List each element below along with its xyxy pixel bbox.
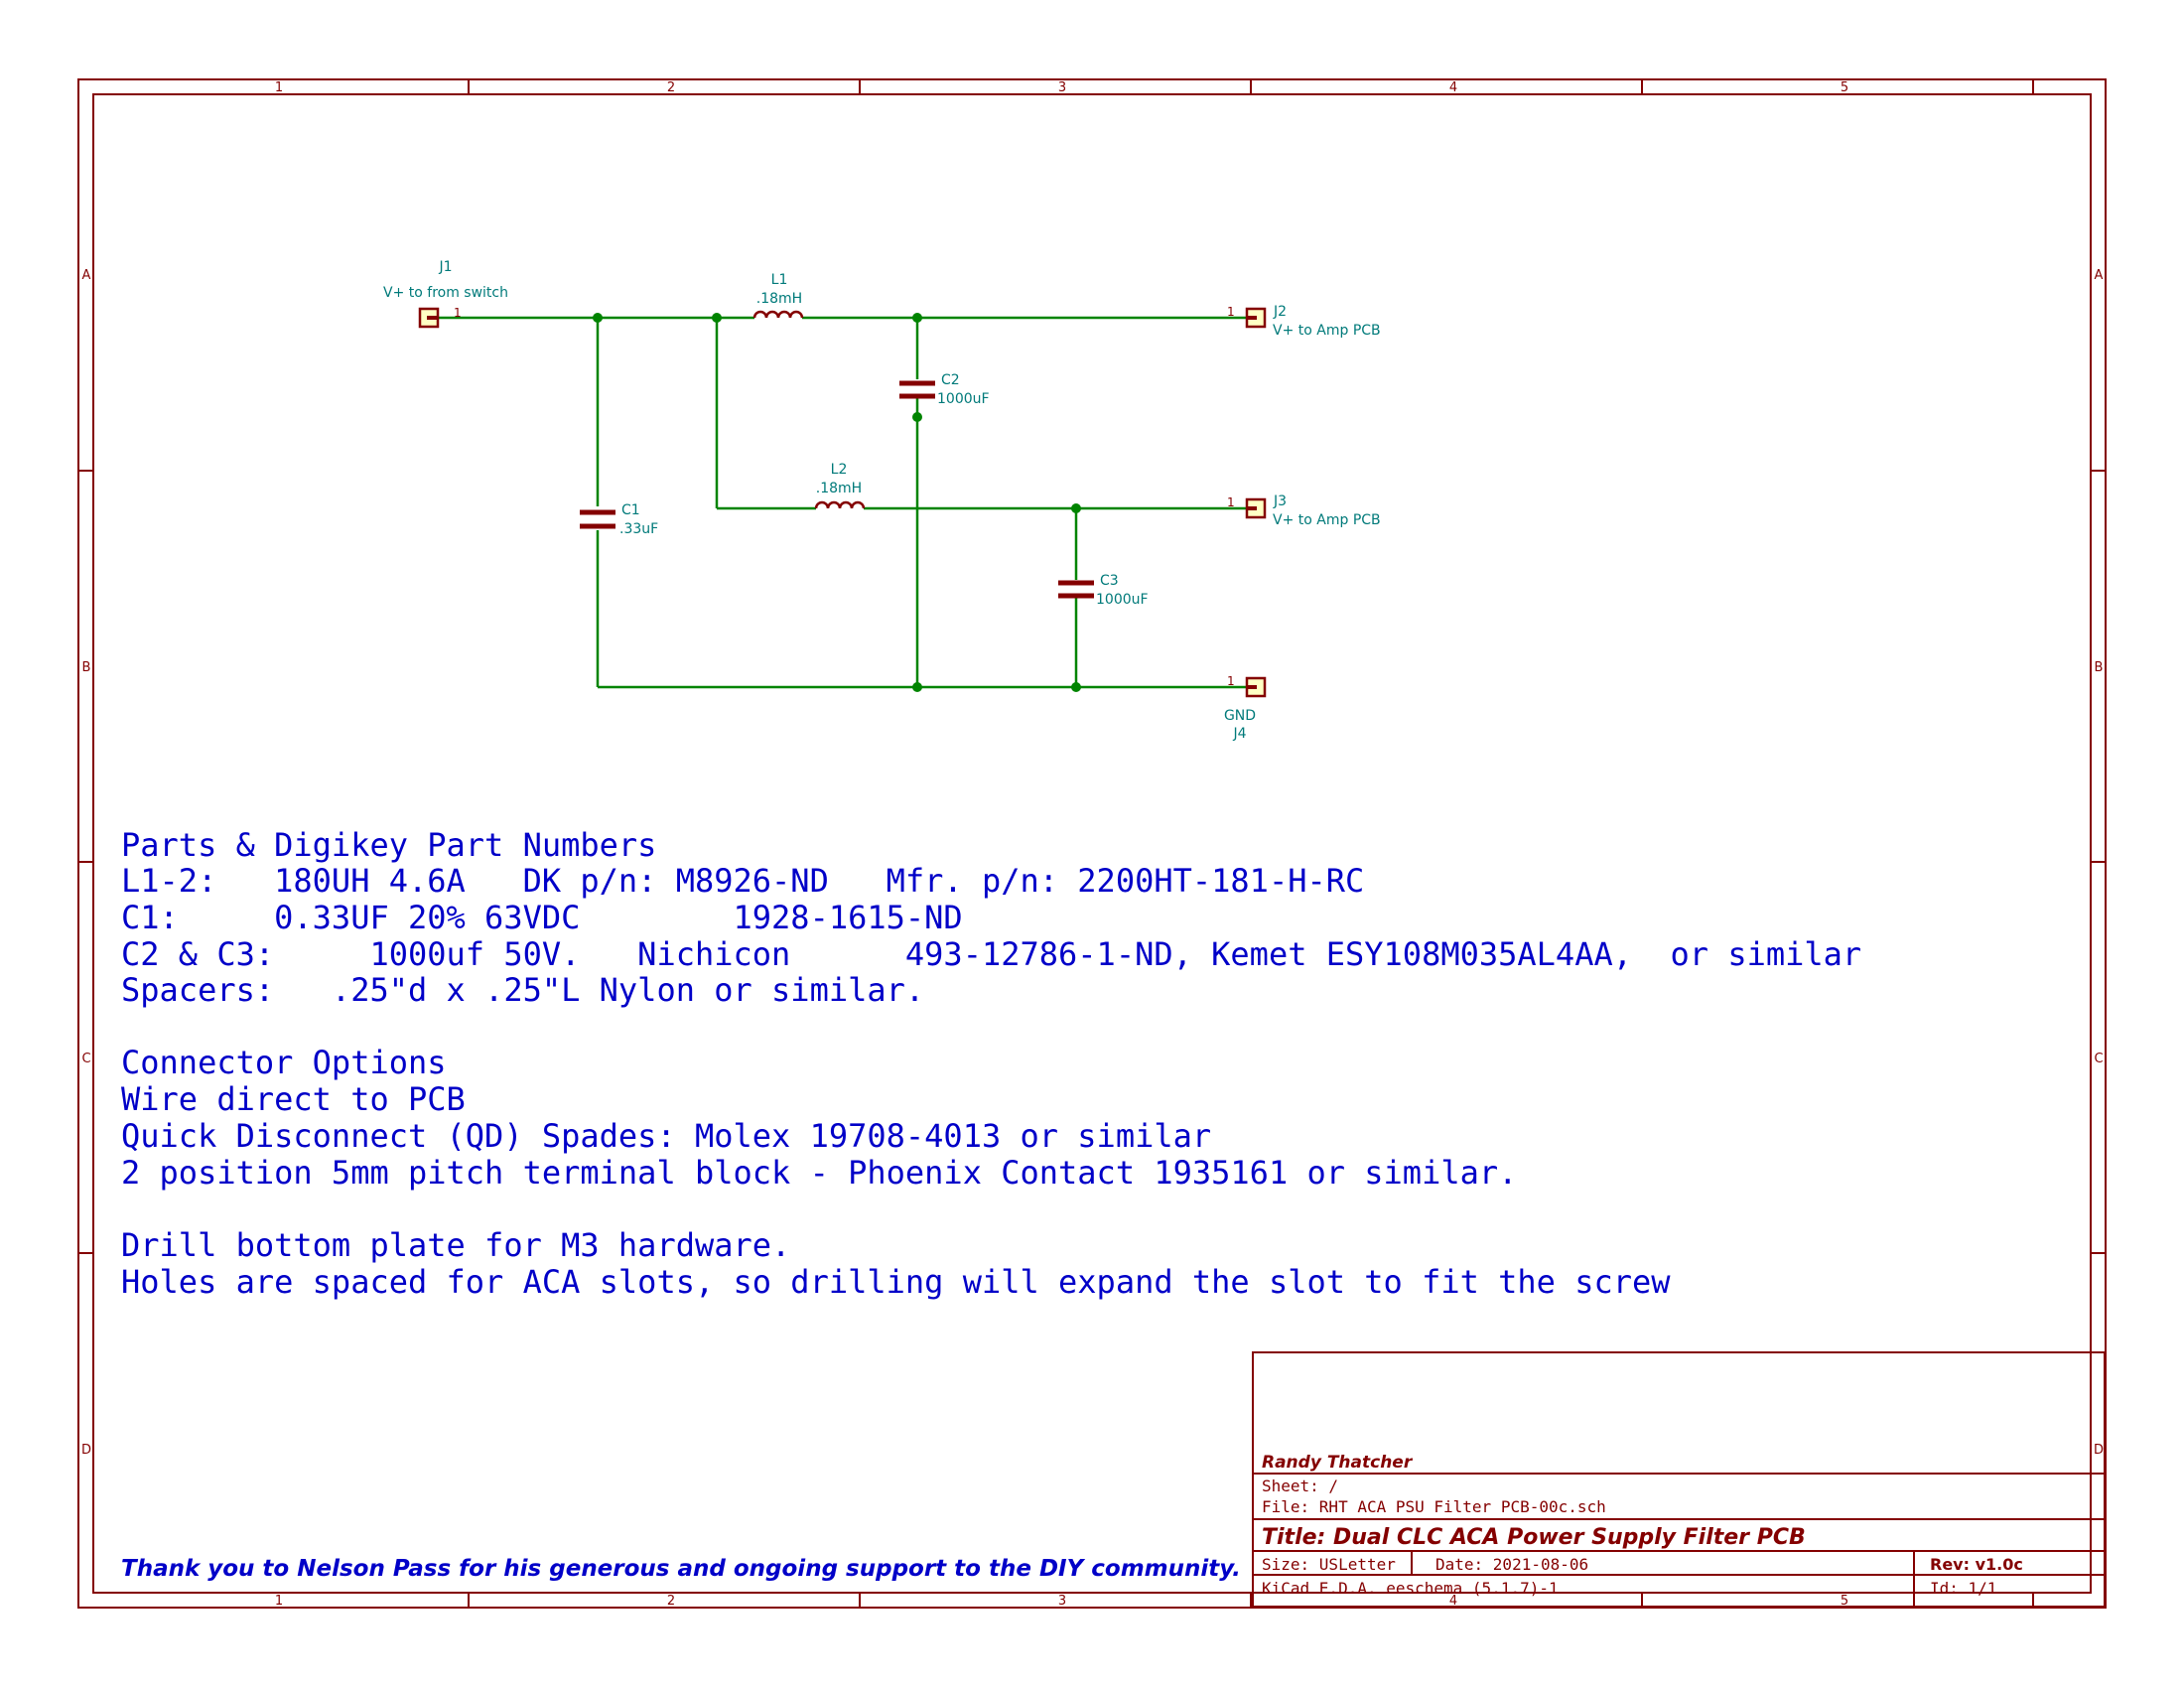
- note-line: Wire direct to PCB: [121, 1080, 466, 1118]
- connector-j2-ref: J2: [1273, 304, 1287, 320]
- junction-dot: [593, 313, 603, 323]
- row-label-left-b: B: [82, 660, 91, 675]
- connector-j2[interactable]: 1 J2 V+ to Amp PCB: [1227, 304, 1381, 339]
- junction-dot: [712, 313, 722, 323]
- inductor-l1-value: .18mH: [756, 291, 802, 307]
- inductor-l2-ref: L2: [831, 462, 848, 478]
- note-line: L1-2: 180UH 4.6A DK p/n: M8926-ND Mfr. p…: [121, 862, 1364, 900]
- file-name: File: RHT ACA PSU Filter PCB-00c.sch: [1262, 1497, 1606, 1516]
- capacitor-c3[interactable]: C3 1000uF: [1058, 573, 1149, 608]
- capacitor-c2-ref: C2: [941, 372, 960, 388]
- outer-border: [77, 78, 2107, 1609]
- company-name: Randy Thatcher: [1262, 1453, 1414, 1473]
- connector-j4-ref: J4: [1232, 726, 1246, 742]
- capacitor-c1-ref: C1: [621, 502, 640, 518]
- col-label-bottom-4: 4: [1449, 1594, 1457, 1609]
- col-label-top-1: 1: [275, 80, 283, 95]
- row-label-right-b: B: [2095, 660, 2104, 675]
- note-line: Connector Options: [121, 1044, 447, 1081]
- capacitor-c2[interactable]: C2 1000uF: [899, 372, 990, 407]
- connector-j2-pin: [1247, 316, 1257, 320]
- note-line: C1: 0.33UF 20% 63VDC 1928-1615-ND: [121, 899, 963, 936]
- row-label-left-d: D: [81, 1443, 91, 1458]
- junction-dot: [912, 682, 922, 692]
- inductor-l2-coil: [814, 500, 866, 509]
- inductor-l1[interactable]: L1 .18mH: [752, 272, 804, 319]
- capacitor-c2-value: 1000uF: [937, 391, 990, 407]
- note-line: Drill bottom plate for M3 hardware.: [121, 1226, 790, 1264]
- capacitor-c3-ref: C3: [1100, 573, 1119, 589]
- inductor-l1-ref: L1: [771, 272, 788, 288]
- capacitor-c3-value: 1000uF: [1096, 592, 1149, 608]
- junctions: [593, 313, 1081, 692]
- thanks-note: Thank you to Nelson Pass for his generou…: [121, 1556, 1241, 1582]
- row-label-left-c: C: [81, 1052, 90, 1066]
- capacitor-c1[interactable]: C1 .33uF: [580, 502, 658, 537]
- col-label-bottom-2: 2: [667, 1594, 675, 1609]
- inductor-l2-value: .18mH: [816, 481, 862, 496]
- col-label-top-5: 5: [1841, 80, 1848, 95]
- inductor-l1-coil: [752, 310, 804, 319]
- connector-j4-pin-number: 1: [1227, 674, 1235, 688]
- note-line: C2 & C3: 1000uf 50V. Nichicon 493-12786-…: [121, 935, 1861, 973]
- col-label-bottom-1: 1: [275, 1594, 283, 1609]
- row-label-right-d: D: [2094, 1443, 2104, 1458]
- connector-j3-ref: J3: [1273, 493, 1287, 509]
- col-label-top-4: 4: [1449, 80, 1457, 95]
- connector-j1-value: V+ to from switch: [383, 285, 508, 301]
- junction-dot: [912, 313, 922, 323]
- wires: [437, 316, 1246, 689]
- drawing-date: Date: 2021-08-06: [1435, 1555, 1588, 1574]
- col-label-top-2: 2: [667, 80, 675, 95]
- title-block: [1252, 1351, 2106, 1608]
- connector-j3-value: V+ to Amp PCB: [1273, 512, 1381, 528]
- connector-j1[interactable]: J1 V+ to from switch 1: [383, 259, 508, 329]
- parts-notes: Parts & Digikey Part Numbers L1-2: 180UH…: [121, 826, 1861, 1301]
- note-line: Parts & Digikey Part Numbers: [121, 826, 656, 864]
- drawing-title: Title: Dual CLC ACA Power Supply Filter …: [1262, 1525, 1806, 1550]
- connector-j4-pin: [1247, 685, 1257, 689]
- sheet-size: Size: USLetter: [1262, 1555, 1396, 1574]
- row-label-right-a: A: [2095, 268, 2104, 283]
- note-line: Spacers: .25"d x .25"L Nylon or similar.: [121, 971, 924, 1009]
- sheet-name: Sheet: /: [1262, 1477, 1338, 1495]
- col-label-bottom-5: 5: [1841, 1594, 1848, 1609]
- connector-j2-pin-number: 1: [1227, 305, 1235, 319]
- sheet-id: Id: 1/1: [1930, 1579, 1996, 1598]
- capacitor-c1-value: .33uF: [619, 521, 658, 537]
- inner-border: [92, 93, 2092, 1594]
- connector-j4[interactable]: 1 GND J4: [1224, 674, 1267, 742]
- row-label-left-a: A: [82, 268, 91, 283]
- tool-version: KiCad E.D.A. eeschema (5.1.7)-1: [1262, 1579, 1559, 1598]
- connector-j3-pin-number: 1: [1227, 495, 1235, 509]
- col-label-bottom-3: 3: [1058, 1594, 1066, 1609]
- drawing-frame: [77, 78, 2107, 1609]
- connector-j4-value: GND: [1224, 708, 1256, 724]
- title-block-border: [1252, 1351, 2106, 1608]
- title-block-text: Randy Thatcher Sheet: / File: RHT ACA PS…: [1262, 1453, 2023, 1598]
- junction-dot: [1071, 503, 1081, 513]
- junction-dot: [1071, 682, 1081, 692]
- connector-j1-ref: J1: [438, 259, 452, 275]
- frame-zone-labels: 1 2 3 4 5 1 2 3 4 5 A B C D A B C D: [81, 80, 2104, 1609]
- note-line: Quick Disconnect (QD) Spades: Molex 1970…: [121, 1117, 1211, 1155]
- connector-j2-value: V+ to Amp PCB: [1273, 323, 1381, 339]
- junction-dot: [912, 412, 922, 422]
- note-line: Holes are spaced for ACA slots, so drill…: [121, 1263, 1671, 1301]
- connector-j1-pin: [427, 316, 437, 320]
- connector-j3-pin: [1247, 506, 1257, 510]
- col-label-top-3: 3: [1058, 80, 1066, 95]
- note-line: 2 position 5mm pitch terminal block - Ph…: [121, 1154, 1517, 1192]
- revision: Rev: v1.0c: [1930, 1555, 2023, 1574]
- connector-j3[interactable]: 1 J3 V+ to Amp PCB: [1227, 493, 1381, 528]
- inductor-l2[interactable]: L2 .18mH: [814, 462, 866, 509]
- connector-j1-pin-number: 1: [454, 306, 462, 320]
- row-label-right-c: C: [2094, 1052, 2103, 1066]
